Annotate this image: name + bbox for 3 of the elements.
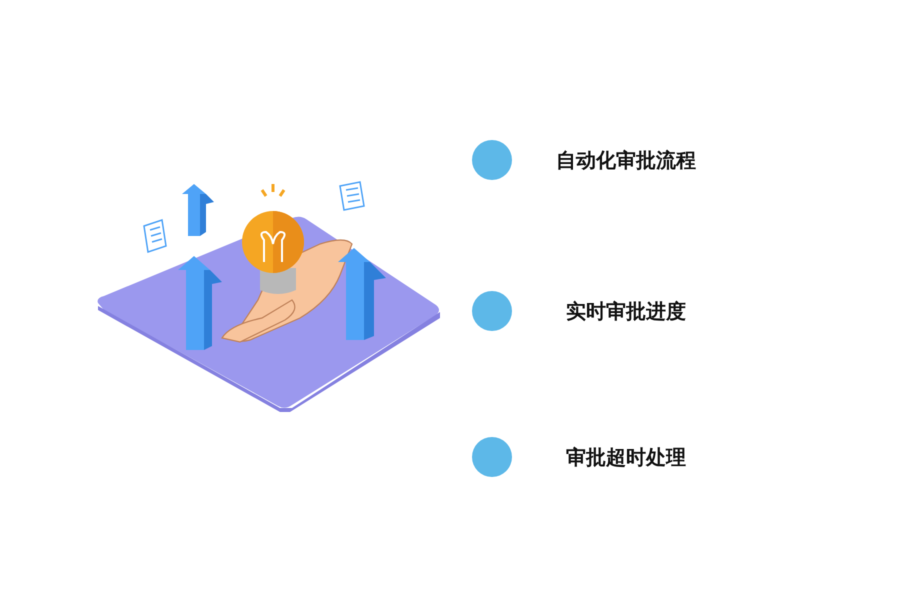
item-text: 实时审批进度	[566, 299, 686, 323]
item-text: 自动化审批流程	[556, 148, 696, 172]
item-text: 审批超时处理	[566, 445, 686, 469]
